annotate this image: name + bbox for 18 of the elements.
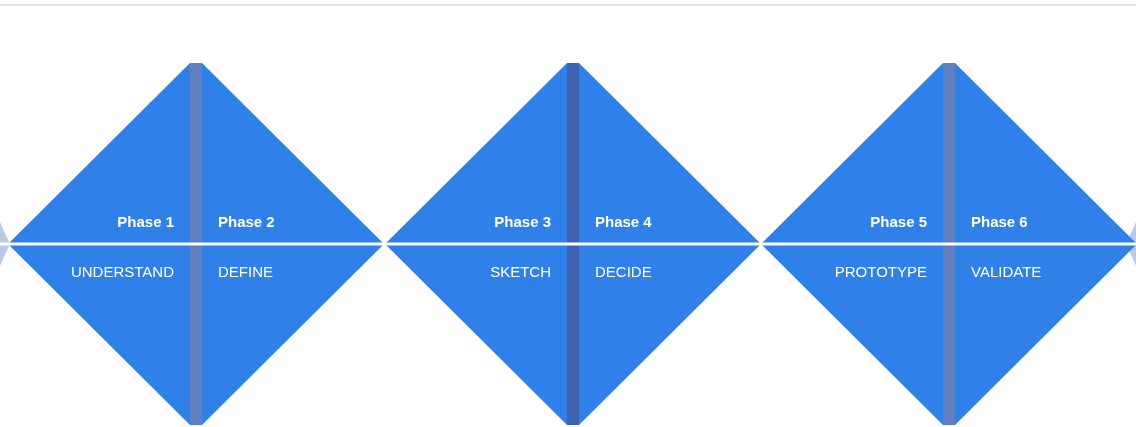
phase-label: SKETCH <box>490 263 551 280</box>
phase-label: DECIDE <box>595 263 652 280</box>
phase-triangle <box>202 63 384 425</box>
phase-triangle <box>579 63 761 425</box>
phase-heading: Phase 6 <box>971 213 1028 230</box>
phase-heading: Phase 1 <box>117 213 174 230</box>
phase-heading: Phase 4 <box>595 213 652 230</box>
phase-label: UNDERSTAND <box>70 263 174 280</box>
phase-heading: Phase 3 <box>494 213 551 230</box>
phase-label: PROTOTYPE <box>834 263 927 280</box>
phase-label: VALIDATE <box>971 263 1042 280</box>
phase-triangle <box>385 63 567 425</box>
phase-triangle <box>8 63 190 425</box>
phase-triangle <box>955 63 1136 425</box>
phase-triangle <box>761 63 943 425</box>
phase-heading: Phase 5 <box>870 213 927 230</box>
phase-label: DEFINE <box>218 263 273 280</box>
phase-heading: Phase 2 <box>218 213 275 230</box>
